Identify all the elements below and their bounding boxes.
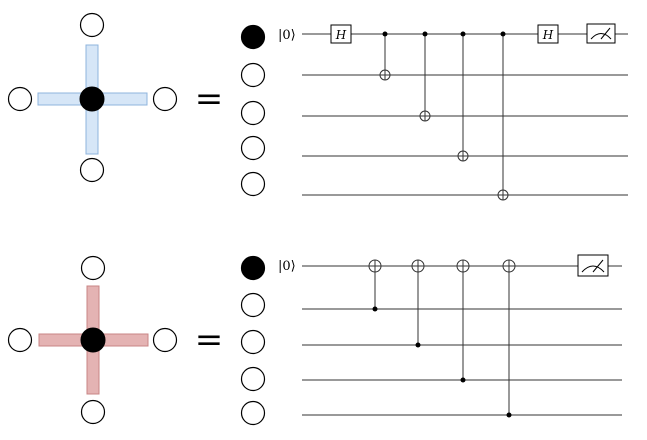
control-dot xyxy=(506,412,512,418)
x-stabilizer-plaquette xyxy=(7,12,178,183)
equals-sign: = xyxy=(195,79,224,119)
x-stabilizer-circuit: |0⟩ H xyxy=(278,23,628,201)
control-dot xyxy=(382,31,388,37)
ancilla-qubit xyxy=(240,24,266,50)
data-qubit-left xyxy=(7,86,33,112)
data-qubit xyxy=(240,400,266,426)
data-qubit xyxy=(240,62,266,88)
control-dot xyxy=(500,31,506,37)
cnot-gate xyxy=(497,31,509,201)
data-qubit xyxy=(240,292,266,318)
cnot-gate xyxy=(419,31,431,122)
x-qubit-column xyxy=(240,24,266,197)
gate-label: H xyxy=(542,28,554,42)
control-dot xyxy=(372,306,378,312)
hadamard-gate: H xyxy=(537,24,559,44)
hadamard-gate: H xyxy=(330,24,352,44)
ancilla-qubit xyxy=(79,86,105,112)
data-qubit-top xyxy=(80,255,106,281)
ket-zero-label: |0⟩ xyxy=(278,259,296,274)
cnot-gate xyxy=(411,259,425,348)
data-qubit xyxy=(240,100,266,126)
data-qubit-right xyxy=(152,327,178,353)
data-qubit xyxy=(240,366,266,392)
cnot-gate xyxy=(379,31,391,81)
data-qubit-left xyxy=(7,327,33,353)
ancilla-qubit xyxy=(240,255,266,281)
z-stabilizer-circuit: |0⟩ xyxy=(278,254,622,418)
equals-sign: = xyxy=(195,320,224,360)
data-qubit xyxy=(240,135,266,161)
z-qubit-column xyxy=(240,255,266,426)
cnot-gate xyxy=(502,259,516,418)
z-stabilizer-plaquette xyxy=(7,255,178,425)
control-dot xyxy=(460,377,466,383)
data-qubit xyxy=(240,329,266,355)
data-qubit-top xyxy=(79,12,105,38)
data-qubit-right xyxy=(152,86,178,112)
ancilla-qubit xyxy=(80,327,106,353)
cnot-gate xyxy=(457,31,469,162)
data-qubit-bottom xyxy=(80,399,106,425)
control-dot xyxy=(422,31,428,37)
data-qubit xyxy=(240,171,266,197)
ket-zero-label: |0⟩ xyxy=(278,28,296,43)
cnot-gate xyxy=(456,259,470,383)
measurement-meter-icon xyxy=(586,23,616,44)
cnot-gate xyxy=(368,259,382,312)
measurement-meter-icon xyxy=(577,254,609,277)
data-qubit-bottom xyxy=(79,157,105,183)
gate-label: H xyxy=(335,28,347,42)
control-dot xyxy=(415,342,421,348)
control-dot xyxy=(460,31,466,37)
